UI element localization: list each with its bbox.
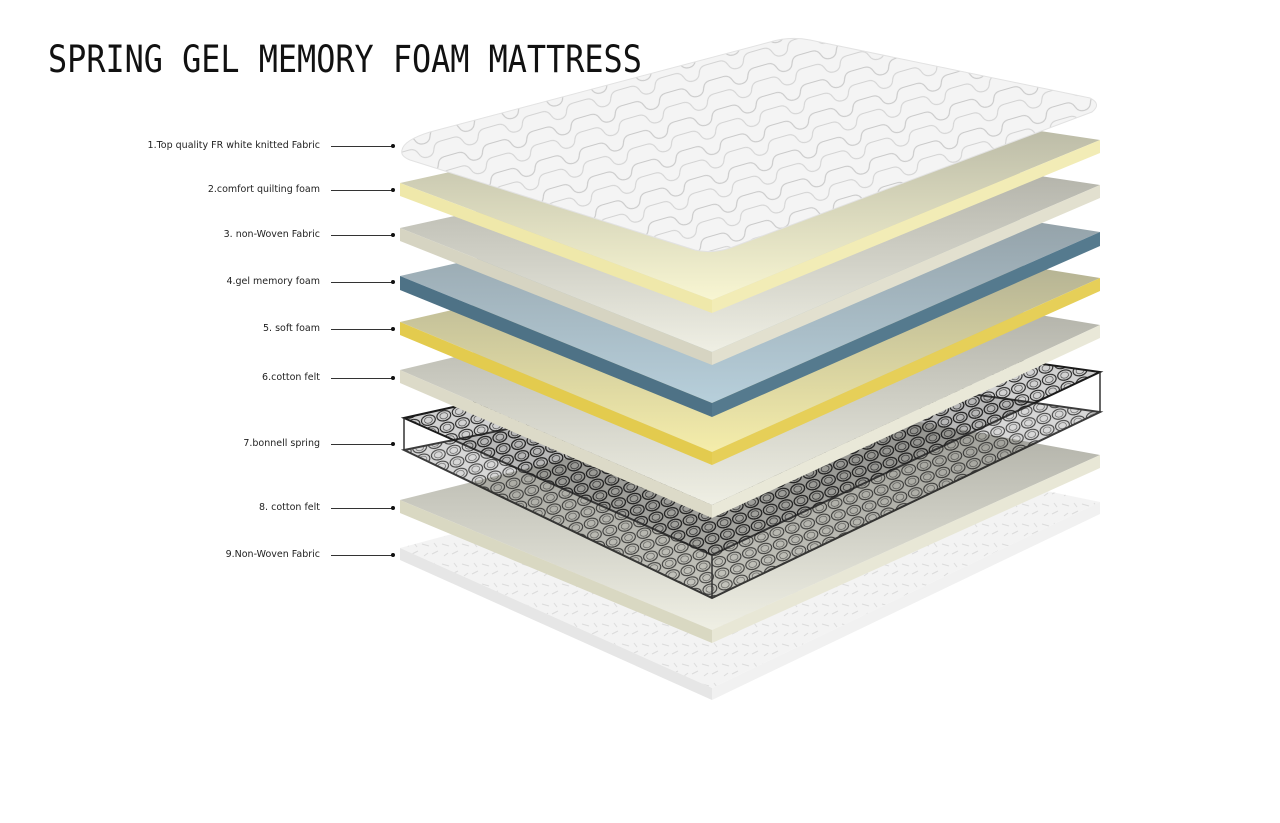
leader-dot-icon bbox=[391, 376, 395, 380]
leader-line bbox=[331, 444, 393, 445]
leader-dot-icon bbox=[391, 506, 395, 510]
leader-line bbox=[331, 190, 393, 191]
layer-label-9: 9.Non-Woven Fabric bbox=[0, 547, 400, 563]
leader-dot-icon bbox=[391, 553, 395, 557]
page-title: SPRING GEL MEMORY FOAM MATTRESS bbox=[48, 38, 642, 81]
layer-label-text: 7.bonnell spring bbox=[243, 438, 320, 449]
leader-line bbox=[331, 555, 393, 556]
layer-label-4: 4.gel memory foam bbox=[0, 274, 400, 290]
layer-label-7: 7.bonnell spring bbox=[0, 436, 400, 452]
layer-label-text: 6.cotton felt bbox=[262, 372, 320, 383]
leader-dot-icon bbox=[391, 327, 395, 331]
leader-dot-icon bbox=[391, 188, 395, 192]
leader-dot-icon bbox=[391, 280, 395, 284]
layer-label-text: 1.Top quality FR white knitted Fabric bbox=[147, 140, 320, 151]
layer-label-3: 3. non-Woven Fabric bbox=[0, 227, 400, 243]
leader-line bbox=[331, 235, 393, 236]
layer-label-2: 2.comfort quilting foam bbox=[0, 182, 400, 198]
leader-line bbox=[331, 282, 393, 283]
layer-label-6: 6.cotton felt bbox=[0, 370, 400, 386]
leader-line bbox=[331, 508, 393, 509]
leader-dot-icon bbox=[391, 144, 395, 148]
leader-line bbox=[331, 378, 393, 379]
leader-line bbox=[331, 146, 393, 147]
layer-label-text: 8. cotton felt bbox=[259, 502, 320, 513]
layer-label-5: 5. soft foam bbox=[0, 321, 400, 337]
layer-label-text: 4.gel memory foam bbox=[226, 276, 320, 287]
leader-dot-icon bbox=[391, 233, 395, 237]
layer-label-8: 8. cotton felt bbox=[0, 500, 400, 516]
layer-label-1: 1.Top quality FR white knitted Fabric bbox=[0, 138, 400, 154]
leader-dot-icon bbox=[391, 442, 395, 446]
leader-line bbox=[331, 329, 393, 330]
layer-label-text: 2.comfort quilting foam bbox=[207, 184, 320, 195]
layer-label-text: 5. soft foam bbox=[263, 323, 320, 334]
layer-1-knitted-fabric bbox=[401, 37, 1097, 253]
layer-label-text: 3. non-Woven Fabric bbox=[223, 229, 320, 240]
layer-label-text: 9.Non-Woven Fabric bbox=[225, 549, 320, 560]
